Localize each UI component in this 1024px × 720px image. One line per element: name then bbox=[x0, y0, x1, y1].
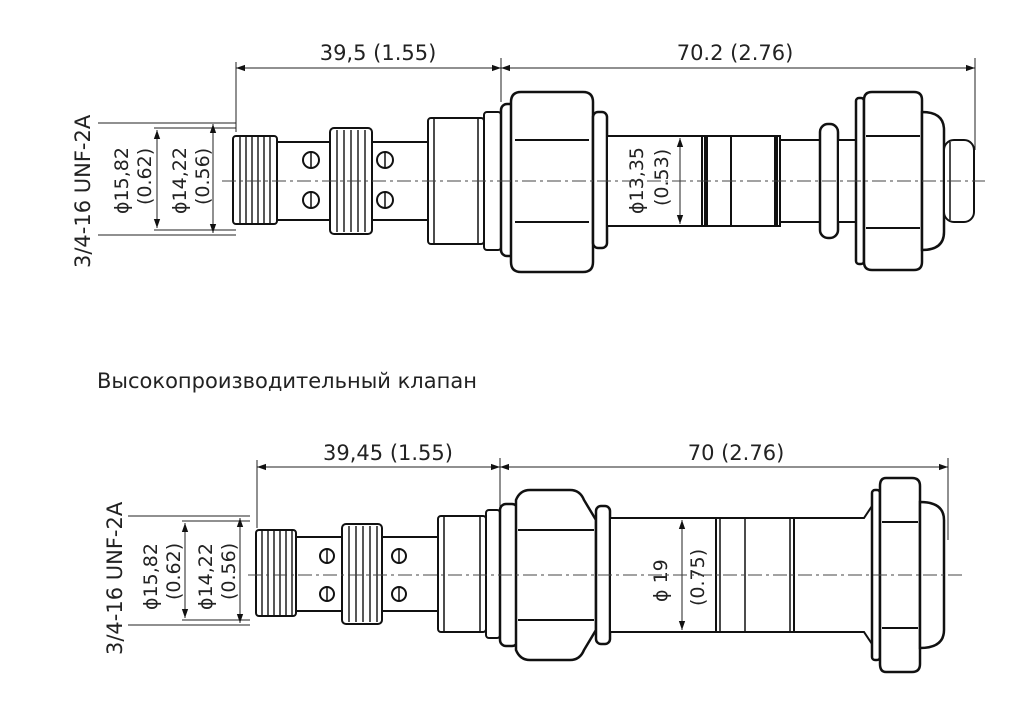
bottom-body-dimension: ϕ 19 (0.75) bbox=[650, 520, 709, 630]
bottom-dia-inner-in: (0.56) bbox=[218, 543, 240, 600]
top-port-holes bbox=[302, 151, 394, 209]
top-dia-outer: ϕ15,82 bbox=[111, 147, 133, 214]
top-dia-inner: ϕ14,22 bbox=[169, 147, 191, 214]
top-dia-stem-in: (0.53) bbox=[651, 149, 673, 206]
bottom-valve-drawing: 39,45 (1.55) 70 (2.76) 3/4-16 UNF-2A ϕ15… bbox=[103, 441, 962, 674]
top-length-dimension: 39,5 (1.55) 70.2 (2.76) bbox=[235, 41, 976, 150]
bottom-dim-length-b: 70 (2.76) bbox=[688, 441, 785, 465]
bottom-dia-outer: ϕ15,82 bbox=[140, 543, 162, 610]
section-caption: Высокопроизводительный клапан bbox=[97, 369, 477, 393]
top-valve-drawing: 39,5 (1.55) 70.2 (2.76) 3/4-16 UNF-2A ϕ1… bbox=[71, 41, 985, 274]
bottom-port-holes bbox=[319, 548, 407, 602]
top-dim-length-b: 70.2 (2.76) bbox=[677, 41, 794, 65]
top-dia-stem: ϕ13,35 bbox=[626, 147, 648, 214]
bottom-diameter-dimensions: 3/4-16 UNF-2A ϕ15,82 (0.62) ϕ14,22 (0.56… bbox=[103, 501, 250, 655]
top-diameter-dimensions: 3/4-16 UNF-2A ϕ15,82 (0.62) ϕ14,22 (0.56… bbox=[71, 114, 236, 268]
top-cartridge-body bbox=[232, 90, 975, 274]
bottom-length-dimension: 39,45 (1.55) 70 (2.76) bbox=[256, 441, 949, 540]
bottom-dia-body: ϕ 19 bbox=[650, 559, 672, 602]
bottom-dim-length-a: 39,45 (1.55) bbox=[323, 441, 453, 465]
top-thread-label: 3/4-16 UNF-2A bbox=[71, 114, 95, 268]
bottom-dia-inner: ϕ14,22 bbox=[195, 543, 217, 610]
bottom-dia-body-in: (0.75) bbox=[687, 549, 709, 606]
bottom-dia-outer-in: (0.62) bbox=[163, 543, 185, 600]
top-dim-length-a: 39,5 (1.55) bbox=[320, 41, 437, 65]
bottom-thread-label: 3/4-16 UNF-2A bbox=[103, 501, 127, 655]
top-dia-outer-in: (0.62) bbox=[134, 148, 156, 205]
top-dia-inner-in: (0.56) bbox=[192, 148, 214, 205]
